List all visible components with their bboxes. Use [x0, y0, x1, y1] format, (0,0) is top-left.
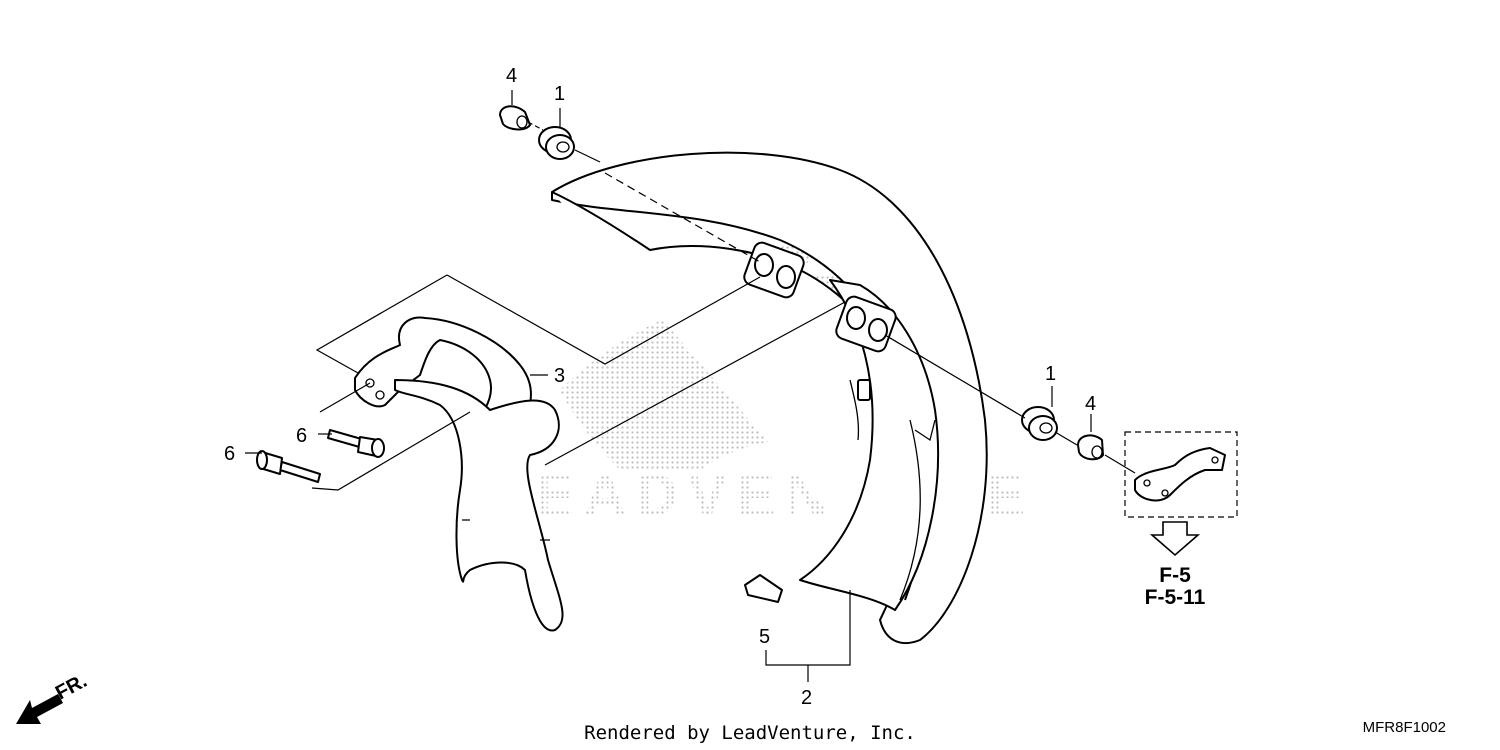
front-fender	[551, 151, 988, 645]
callout-3: 3	[554, 365, 565, 387]
bolt-6-lower	[256, 450, 321, 483]
reference-f5-11[interactable]: F-5-11	[1145, 586, 1206, 609]
fender-brace	[354, 316, 564, 632]
callout-6-upper: 6	[296, 425, 307, 447]
collar-4-left	[499, 105, 531, 131]
reference-arrow	[1149, 521, 1201, 557]
collar-4-right	[1077, 434, 1104, 461]
bolt-6-upper	[327, 429, 385, 458]
callout-1-right: 1	[1045, 363, 1056, 385]
reference-f5[interactable]: F-5	[1159, 564, 1191, 587]
stay-bracket	[1124, 431, 1238, 518]
callout-6-lower: 6	[224, 443, 235, 465]
callout-5: 5	[759, 626, 770, 648]
diagram-code: MFR8F1002	[1363, 719, 1446, 736]
reflector-5	[744, 574, 783, 603]
grommet-1-left	[538, 126, 575, 160]
front-arrow-icon	[16, 694, 63, 724]
callout-1-left: 1	[554, 83, 565, 105]
rendered-by-footer: Rendered by LeadVenture, Inc.	[584, 722, 916, 744]
callout-2: 2	[801, 687, 812, 709]
grommet-1-right	[1021, 406, 1058, 441]
front-direction-indicator: FR.	[16, 670, 91, 724]
leader-lines	[245, 90, 1136, 682]
callout-4-left: 4	[506, 65, 517, 87]
callout-4-right: 4	[1085, 393, 1096, 415]
